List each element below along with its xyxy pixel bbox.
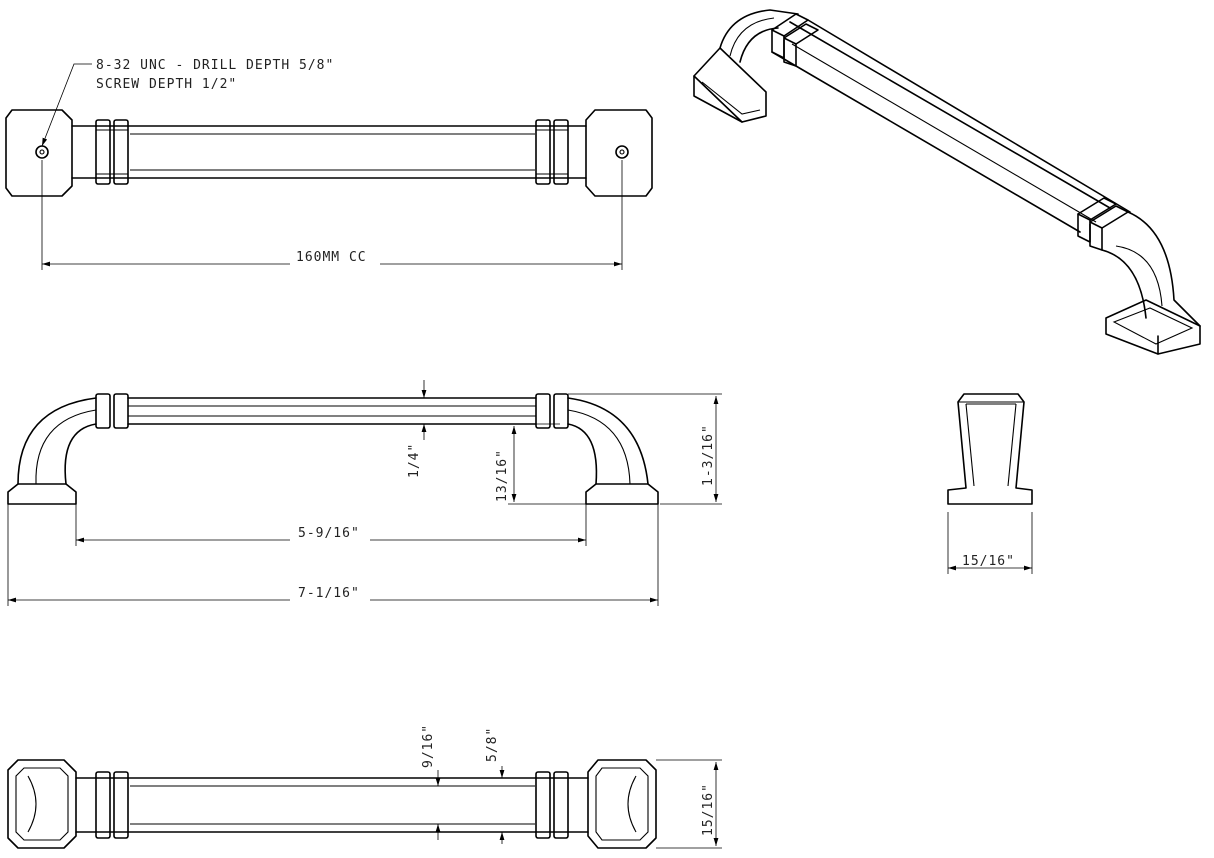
thread-callout-line2: SCREW DEPTH 1/2" (96, 77, 237, 92)
dim-overall-length: 7-1/16" (298, 586, 360, 601)
thread-callout-line1: 8-32 UNC - DRILL DEPTH 5/8" (96, 58, 334, 73)
dim-center-to-center: 160MM CC (296, 250, 367, 265)
dim-inside-span: 5-9/16" (298, 526, 360, 541)
dim-bar-width: 9/16" (421, 724, 436, 768)
side-view (7, 380, 722, 606)
dim-overall-height: 1-3/16" (701, 424, 716, 486)
end-view (947, 393, 1033, 574)
dim-bar-thickness: 1/4" (407, 443, 422, 478)
dim-base-width-bottom: 15/16" (701, 783, 716, 836)
top-view (5, 63, 653, 270)
isometric-view (693, 9, 1201, 355)
bottom-view (7, 759, 722, 849)
dim-base-width-side: 15/16" (962, 554, 1015, 569)
dim-bar-outer-width: 5/8" (485, 727, 500, 762)
dim-leg-height: 13/16" (495, 449, 510, 502)
